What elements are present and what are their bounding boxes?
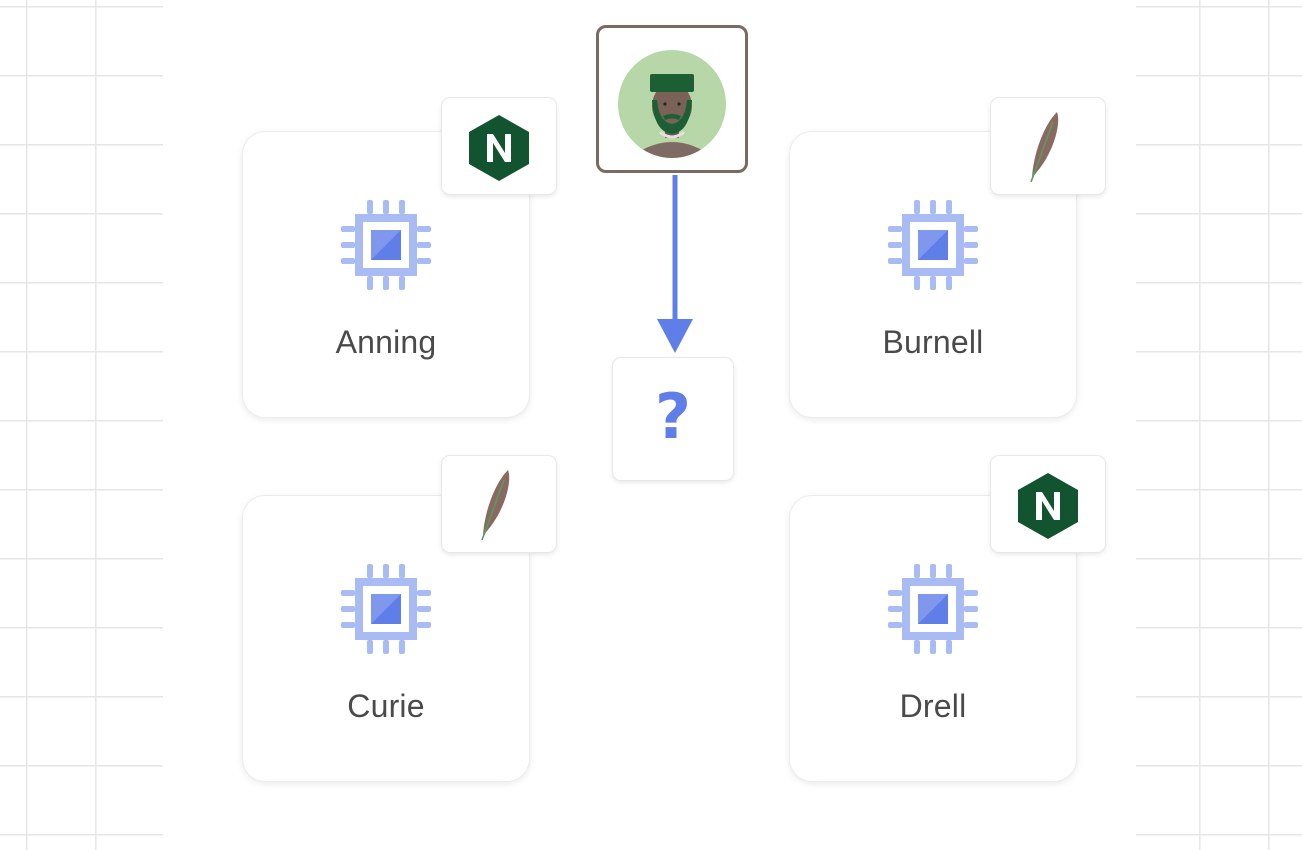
cpu-chip-icon	[888, 200, 978, 290]
cpu-chip-icon	[341, 564, 431, 654]
feather-icon	[991, 98, 1105, 194]
server-label-curie: Curie	[347, 688, 425, 724]
badge-burnell	[991, 98, 1105, 194]
badge-drell	[991, 456, 1105, 552]
badge-anning	[442, 98, 556, 194]
user-node[interactable]	[596, 25, 748, 173]
cpu-chip-icon	[888, 564, 978, 654]
badge-curie	[442, 456, 556, 552]
nginx-logo-icon	[442, 98, 556, 194]
server-label-anning: Anning	[335, 324, 437, 360]
request-arrow	[657, 175, 693, 353]
cpu-chip-icon	[341, 200, 431, 290]
server-label-drell: Drell	[899, 688, 967, 724]
server-label-burnell: Burnell	[882, 324, 984, 360]
question-mark: ?	[655, 380, 691, 453]
nginx-logo-icon	[991, 456, 1105, 552]
unknown-target-node[interactable]: ?	[613, 358, 733, 480]
feather-icon	[442, 456, 556, 552]
user-avatar-icon	[618, 50, 726, 158]
